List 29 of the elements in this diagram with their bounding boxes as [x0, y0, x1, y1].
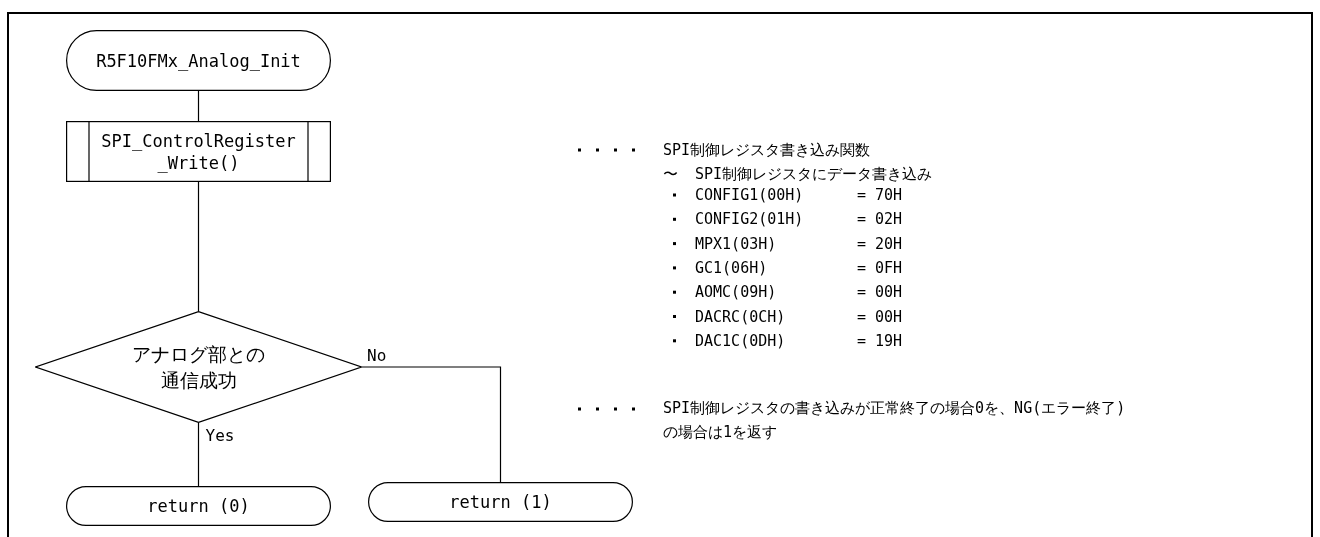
register-name: AOMC(09H) [695, 283, 777, 302]
register-name: CONFIG1(00H) [695, 186, 804, 204]
register-name: DAC1C(0DH) [695, 331, 786, 350]
tilde-mark: 〜 [663, 165, 678, 183]
register-value: = 0FH [857, 258, 903, 277]
edge-label: Yes [205, 427, 235, 445]
connector-line [197, 90, 200, 122]
decision-diamond: アナログ部との通信成功 [35, 311, 362, 423]
terminal-box: return (1) [368, 482, 633, 522]
register-name: DACRC(0CH) [695, 307, 786, 326]
terminal-box: R5F10FMx_Analog_Init [66, 30, 331, 91]
register-name: CONFIG2(01H) [695, 210, 804, 229]
connector-line [197, 181, 200, 312]
connector-line [197, 422, 200, 487]
register-value: = 70H [857, 186, 903, 204]
register-value: = 02H [857, 210, 903, 229]
register-value: = 00H [857, 307, 903, 326]
register-value: = 00H [857, 283, 903, 302]
edge-label: No [367, 347, 387, 365]
connector-line [361, 366, 502, 483]
register-name: MPX1(03H) [695, 234, 777, 253]
register-value: = 19H [857, 331, 903, 350]
note-text: SPI制御レジスタの書き込みが正常終了の場合0を、NG(エラー終了)の場合は1を返す [663, 398, 1127, 443]
subroutine-box: SPI_ControlRegister_Write() [66, 121, 331, 182]
register-name: GC1(06H) [695, 258, 768, 277]
note-heading: SPI制御レジスタ書き込み関数 [663, 141, 871, 159]
terminal-box: return (0) [66, 486, 331, 526]
note-text: SPI制御レジスタにデータ書き込み [695, 165, 933, 183]
register-value: = 20H [857, 234, 903, 253]
